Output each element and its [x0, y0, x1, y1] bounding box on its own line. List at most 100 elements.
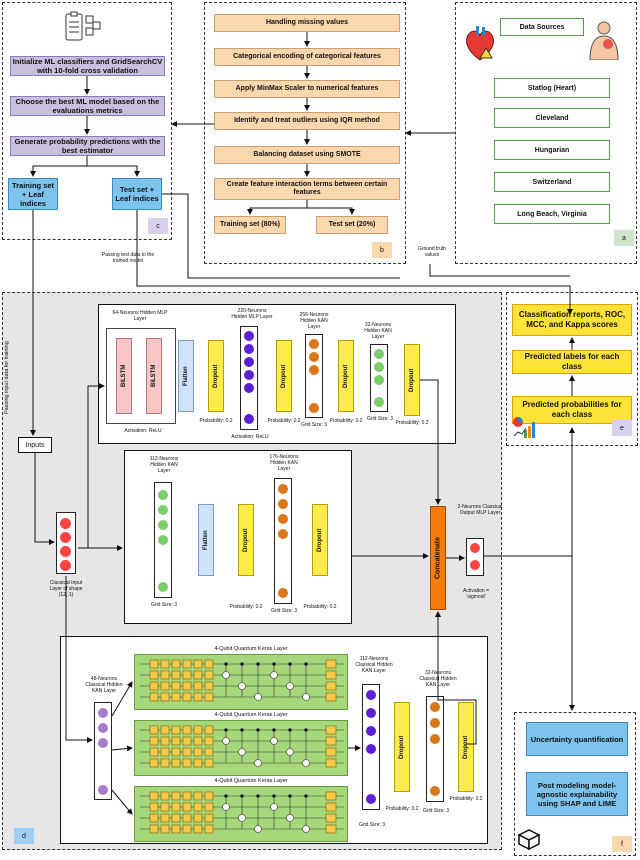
- source-cleveland: Cleveland: [494, 108, 610, 128]
- step-choose-model: Choose the best ML model based on the ev…: [10, 96, 165, 116]
- dropout-layer: Dropout: [238, 504, 254, 576]
- panel-d-label: d: [14, 828, 34, 844]
- dropout-prob-caption: Probability: 0.2: [329, 418, 363, 424]
- input-neuron: [60, 560, 71, 571]
- data-sources-title: Data Sources: [500, 18, 584, 36]
- kan-112-caption: 112-Neurons Hidden KAN Layer: [149, 456, 179, 474]
- training-split-box: Training set (80%): [214, 216, 286, 234]
- training-set-box: Training set + Leaf indices: [8, 178, 58, 210]
- kan-48-neuron: [98, 723, 108, 733]
- kan-112-neuron: [158, 505, 168, 515]
- dropout-layer: Dropout: [394, 702, 410, 792]
- mlp-220-caption: 220-Neurons Hidden MLP Layer: [231, 308, 273, 320]
- step-init-classifiers: Initialize ML classifiers and GridSearch…: [10, 56, 165, 76]
- panel-e-label: e: [612, 420, 632, 436]
- dropout-layer: Dropout: [276, 340, 292, 412]
- kan-176-neuron: [278, 484, 288, 494]
- chart-icon: [512, 416, 536, 440]
- step-feature-interaction: Create feature interaction terms between…: [214, 178, 400, 200]
- activation-relu-caption-2: Activation: ReLU: [231, 434, 269, 440]
- output-mlp-caption: 2-Neurons Classical Output MLP Layer: [457, 504, 503, 516]
- kan-176-neuron: [278, 529, 288, 539]
- flatten-layer: Flatten: [198, 504, 214, 576]
- activation-sigmoid-caption: Activation = 'sigmoid': [463, 588, 489, 600]
- dropout-layer: Dropout: [458, 702, 474, 792]
- heart-icon: [462, 24, 498, 64]
- kan-256-caption: 256-Neurons Hidden KAN Layer: [299, 312, 329, 330]
- panel-f: [514, 712, 636, 856]
- step-classification-reports: Classification reports, ROC, MCC, and Ka…: [512, 304, 632, 336]
- grid-size-caption: Grid Size: 3: [270, 608, 298, 614]
- kan-32-neuron: [374, 397, 384, 407]
- source-long-beach: Long Beach, Virginia: [494, 204, 610, 224]
- dropout-prob-caption: Probability: 0.2: [449, 796, 483, 802]
- grid-size-caption: Grid Size: 3: [366, 416, 394, 422]
- kan-176-caption: 176-Neurons Hidden KAN Layer: [269, 454, 299, 472]
- kan-176-neuron: [278, 499, 288, 509]
- kan-32-caption: 32-Neurons Hidden KAN Layer: [364, 322, 392, 340]
- step-explainability: Post modeling model-agnostic explainabil…: [526, 772, 628, 816]
- kan-112-neuron: [158, 520, 168, 530]
- dropout-prob-caption: Probability: 0.2: [303, 604, 337, 610]
- activation-relu-caption: Activation: ReLU: [124, 428, 162, 434]
- dropout-prob-caption: Probability: 0.2: [199, 418, 233, 424]
- input-neuron: [60, 546, 71, 557]
- output-neuron: [470, 560, 480, 570]
- inputs-box: Inputs: [18, 437, 52, 453]
- bilstm-layer: BiLSTM: [146, 338, 162, 414]
- box-icon: [516, 826, 542, 851]
- step-predicted-probabilities: Predicted probabilities for each class: [512, 396, 632, 424]
- mlp-220-neuron: [244, 344, 254, 354]
- bilstm-layer: BiLSTM: [116, 338, 132, 414]
- kan-256-neuron: [309, 365, 319, 375]
- kan-112c-neuron: [366, 726, 376, 736]
- passing-input-label: Passing input data for training: [4, 341, 10, 415]
- step-generate-probabilities: Generate probability predictions with th…: [10, 136, 165, 156]
- mlp-220-neuron: [244, 357, 254, 367]
- quantum-caption-2: 4-Qubit Quantum Keras Layer: [214, 712, 288, 718]
- kan-112c-caption: 112-Neurons Classical Hidden KAN Layer: [355, 656, 393, 674]
- kan-112c-neuron: [366, 708, 376, 718]
- quantum-circuit-2: [134, 720, 348, 776]
- panel-c-label: c: [148, 218, 168, 234]
- mlp-220-neuron: [244, 370, 254, 380]
- dropout-layer: Dropout: [208, 340, 224, 412]
- kan-32-neuron: [374, 362, 384, 372]
- kan-112-neuron: [158, 582, 168, 592]
- chest-pain-icon: [584, 20, 624, 61]
- kan-32-neuron: [374, 349, 384, 359]
- dropout-prob-caption: Probability: 0.2: [395, 420, 429, 426]
- kan-256-neuron: [309, 352, 319, 362]
- passing-test-label: Passing test data to the trained model: [101, 252, 155, 264]
- panel-b-label: b: [372, 242, 392, 258]
- kan-48-neuron: [98, 708, 108, 718]
- step-smote: Balancing dataset using SMOTE: [214, 146, 400, 164]
- kan-48-neuron: [98, 785, 108, 795]
- quantum-caption-1: 4-Qubit Quantum Keras Layer: [214, 646, 288, 652]
- mlp-220-neuron: [244, 383, 254, 393]
- dropout-prob-caption: Probability: 0.2: [267, 418, 301, 424]
- kan-48-neuron: [98, 738, 108, 748]
- dropout-layer: Dropout: [312, 504, 328, 576]
- flatten-layer: Flatten: [178, 340, 194, 412]
- source-hungarian: Hungarian: [494, 140, 610, 160]
- input-neuron: [60, 518, 71, 529]
- step-categorical-encoding: Categorical encoding of categorical feat…: [214, 48, 400, 66]
- kan-112c-neuron: [366, 690, 376, 700]
- test-set-box: Test set + Leaf indices: [112, 178, 162, 210]
- grid-size-caption: Grid Size: 3: [150, 602, 178, 608]
- kan-256-neuron: [309, 403, 319, 413]
- grid-size-caption: Grid Size: 3: [358, 822, 386, 828]
- kan-256-neuron: [309, 339, 319, 349]
- dropout-layer: Dropout: [338, 340, 354, 412]
- kan-32c-neuron: [430, 786, 440, 796]
- output-neuron: [470, 543, 480, 553]
- classical-input-caption: Classical Input Layer of shape (12, 1): [49, 580, 83, 598]
- ground-truth-label: Ground truth values: [417, 246, 447, 258]
- kan-32c-neuron: [430, 702, 440, 712]
- source-switzerland: Switzerland: [494, 172, 610, 192]
- mlp-64-caption: 64-Neurons Hidden MLP Layer: [112, 310, 168, 322]
- quantum-caption-3: 4-Qubit Quantum Keras Layer: [214, 778, 288, 784]
- clipboard-icon: [62, 10, 102, 46]
- panel-a-label: a: [614, 230, 634, 246]
